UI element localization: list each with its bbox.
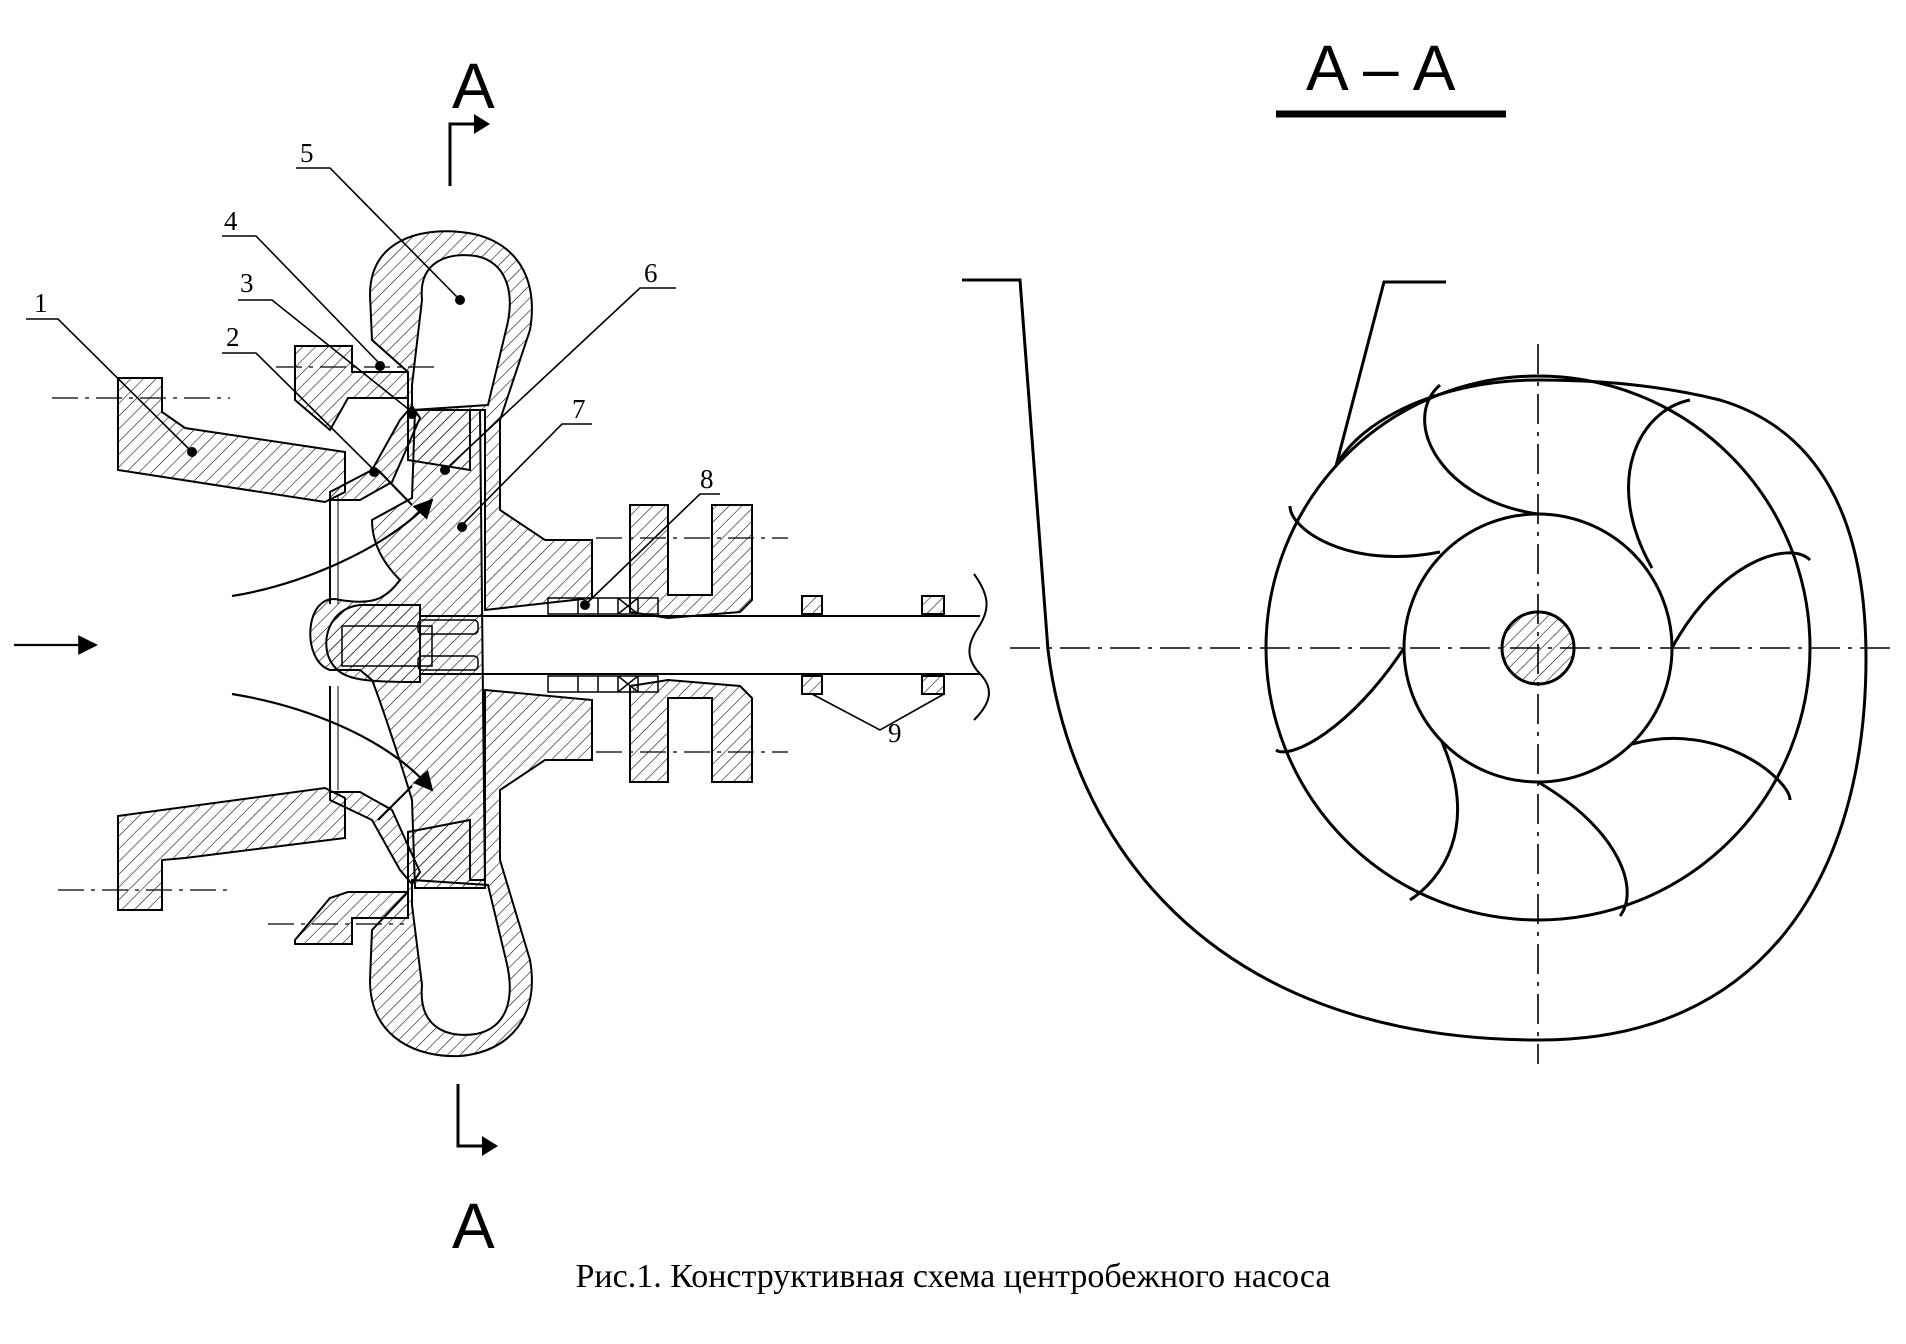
- section-title: A – A: [1306, 32, 1456, 104]
- flange-top: [294, 345, 409, 432]
- part-label-6: 6: [644, 258, 658, 288]
- packing-rings: [341, 597, 659, 693]
- pump-cross-section: [117, 230, 945, 1058]
- bushing-left-top: [801, 595, 823, 615]
- gland-housing-bottom: [629, 678, 753, 783]
- leader-lines: [26, 167, 945, 731]
- volute-outline: [962, 278, 1868, 1042]
- bushing-right-bottom: [921, 675, 945, 695]
- part-label-5: 5: [300, 138, 314, 168]
- flow-arrow-bottom: [231, 692, 434, 792]
- part-labels: 1 2 3 4 5 6 7 8 9: [34, 138, 902, 748]
- impeller-blades: [1275, 383, 1812, 917]
- shaft: [329, 495, 990, 790]
- part-label-8: 8: [700, 464, 714, 494]
- flow-arrow-top: [231, 498, 434, 598]
- part-label-3: 3: [240, 268, 254, 298]
- center-lines: [52, 366, 788, 925]
- part-label-4: 4: [224, 206, 238, 236]
- volute-section-view: [962, 278, 1890, 1064]
- section-label-bottom: A: [452, 1190, 495, 1262]
- part-label-2: 2: [226, 322, 240, 352]
- inlet-pipe-bottom: [117, 786, 346, 911]
- bushing-right-top: [921, 595, 945, 615]
- part-label-9: 9: [888, 718, 902, 748]
- section-label-top: A: [452, 50, 495, 122]
- part-label-1: 1: [34, 288, 48, 318]
- bushing-left-bottom: [801, 675, 823, 695]
- section-arrow-top: [474, 114, 490, 134]
- section-cut-markers: [448, 122, 484, 1148]
- part-label-7: 7: [572, 394, 586, 424]
- section-arrow-bottom: [482, 1136, 498, 1156]
- gland-housing-top: [629, 504, 753, 620]
- flow-arrows: [14, 469, 434, 821]
- impeller-nose: [325, 604, 421, 684]
- inlet-pipe-top: [117, 377, 346, 504]
- leader-dots: [187, 295, 590, 610]
- figure-caption: Рис.1. Конструктивная схема центробежног…: [575, 1258, 1331, 1295]
